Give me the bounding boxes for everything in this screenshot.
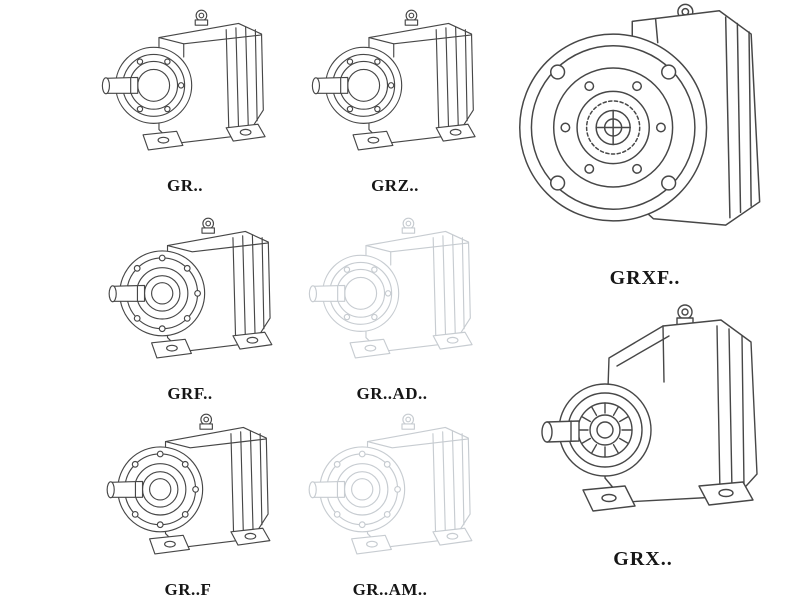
model-label-grf2: GR..F [164,580,212,599]
figure-grf2: GR..F [88,408,288,600]
flange-front-drawing [507,0,783,255]
large-gearbox-iso-drawing [513,296,773,536]
model-label-gram: GR..AM.. [352,580,428,599]
gearbox-adapter-iso-drawing [304,212,481,380]
figure-gr: GR.. [85,4,285,196]
model-label-grx: GRX.. [613,548,673,570]
figure-grx: GRX.. [498,296,788,571]
gearbox-motor-adapter-iso-drawing [302,408,479,576]
figure-grz: GRZ.. [295,4,495,196]
model-label-gr: GR.. [167,176,203,195]
flanged-gearbox-iso-drawing [102,212,279,380]
figure-gram: GR..AM.. [290,408,490,600]
model-label-grxf: GRXF.. [609,267,681,289]
figure-grf: GRF.. [90,212,290,404]
flanged-gearbox-iso-drawing [100,408,277,576]
gearbox-iso-drawing [307,4,484,172]
model-label-grz: GRZ.. [371,176,419,195]
model-label-grf: GRF.. [167,384,213,403]
gearbox-iso-drawing [97,4,274,172]
figure-grad: GR..AD.. [292,212,492,404]
figure-grxf: GRXF.. [500,0,790,290]
model-label-grad: GR..AD.. [356,384,428,403]
